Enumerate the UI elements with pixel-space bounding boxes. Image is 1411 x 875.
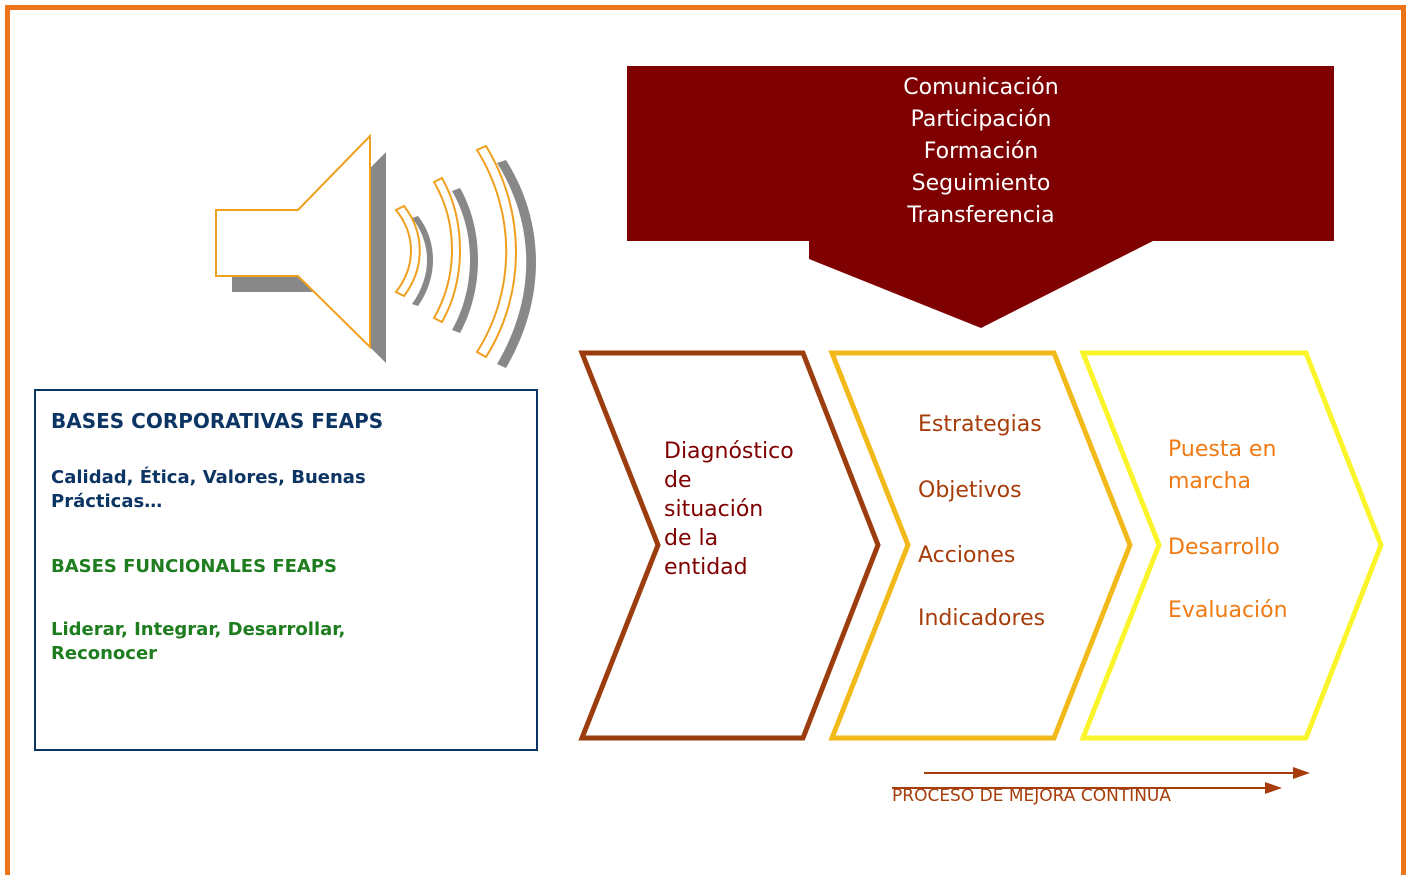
step-objetivos: Objetivos <box>918 478 1022 503</box>
chevron-estrategias <box>828 350 1133 741</box>
functional-items-line1: Liderar, Integrar, Desarrollar, <box>51 619 346 640</box>
functional-items-line2: Reconocer <box>51 643 158 664</box>
banner-line-transferencia: Transferencia <box>907 203 1055 228</box>
banner-line-comunicacion: Comunicación <box>903 75 1059 100</box>
diagram-frame <box>5 5 1406 875</box>
banner-line-seguimiento: Seguimiento <box>911 171 1051 196</box>
step-indicadores: Indicadores <box>918 606 1046 631</box>
corporate-items-line2: Prácticas… <box>51 491 163 512</box>
banner-line-participacion: Participación <box>910 107 1052 132</box>
step-diagnostico-text: Diagnóstico de situación de la entidad <box>664 437 794 582</box>
banner-line-formacion: Formación <box>923 139 1039 164</box>
corporate-items-line1: Calidad, Ética, Valores, Buenas <box>51 467 366 488</box>
step-line: de <box>664 468 692 493</box>
bases-panel: BASES CORPORATIVAS FEAPS Calidad, Ética,… <box>34 389 538 751</box>
step-estrategias: Estrategias <box>918 412 1042 437</box>
corporate-title: BASES CORPORATIVAS FEAPS <box>51 409 384 433</box>
step-line: entidad <box>664 555 748 580</box>
step-line: situación <box>664 497 764 522</box>
step-line: de la <box>664 526 719 551</box>
process-label: PROCESO DE MEJORA CONTINUA <box>892 786 1171 806</box>
speaker-icon <box>215 133 536 368</box>
step-desarrollo: Desarrollo <box>1168 535 1280 560</box>
step-acciones: Acciones <box>918 543 1016 568</box>
step-line: Diagnóstico <box>664 439 794 464</box>
chevron-diagnostico <box>578 350 881 741</box>
chevron-puesta <box>1079 350 1384 741</box>
step-marcha: marcha <box>1168 469 1251 494</box>
sound-wave-icon <box>394 144 517 359</box>
functional-title: BASES FUNCIONALES FEAPS <box>51 556 337 577</box>
step-puesta-en: Puesta en <box>1168 437 1277 462</box>
banner-arrow <box>627 66 1334 328</box>
process-arrow <box>892 767 1310 794</box>
step-evaluacion: Evaluación <box>1168 598 1288 623</box>
